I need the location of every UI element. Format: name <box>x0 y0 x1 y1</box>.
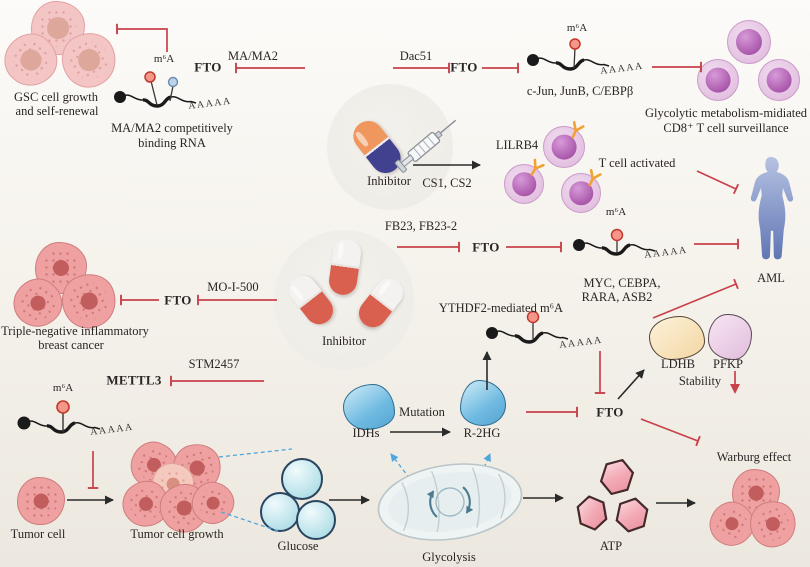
cs1-cs2-label: CS1, CS2 <box>422 176 472 190</box>
tnbc-label-line2: breast cancer <box>38 338 104 352</box>
moi500-label: MO-I-500 <box>207 280 259 294</box>
inhibition-ldhb-to-aml <box>652 278 739 319</box>
mettl3-label: METTL3 <box>106 372 162 388</box>
inhibition-fto-to-warburg <box>640 418 701 447</box>
cjun-targets-label: c-Jun, JunB, C/EBPβ <box>526 84 634 98</box>
fto-label: FTO <box>596 404 624 420</box>
myc-targets-line2: RARA, ASB2 <box>581 290 653 304</box>
m6a-mark-icon <box>56 400 70 414</box>
cd8-tcell-icon <box>727 20 771 64</box>
glucose-icon <box>296 500 336 540</box>
tumor-cell-label: Tumor cell <box>10 527 66 541</box>
tca-cycle-icon <box>426 486 474 518</box>
fb23-label: FB23, FB23-2 <box>384 219 458 233</box>
breast-cancer-cell-icon <box>35 242 87 294</box>
gsc-label-line2: and self-renewal <box>15 104 99 118</box>
m6a-label: m⁶A <box>566 21 588 34</box>
atp-label: ATP <box>599 539 623 553</box>
rna-strand-ythdf2 <box>486 310 569 344</box>
r2hg-metabolite-icon <box>460 380 506 426</box>
polya-label: AAAAA <box>599 60 645 78</box>
inhibition-rna-to-gsc <box>116 23 168 52</box>
glucose-icon <box>260 492 300 532</box>
tnbc-label-line1: Triple-negative inflammatory <box>1 324 149 338</box>
fto-label: FTO <box>472 239 500 255</box>
dac51-label: Dac51 <box>399 49 433 63</box>
idhs-label: IDHs <box>352 426 380 440</box>
activated-tcell-icon <box>543 126 585 168</box>
atp-icon <box>612 494 653 536</box>
tumor-cell-icon <box>17 477 65 525</box>
rna-strand-myc <box>573 228 656 256</box>
aml-label: AML <box>757 271 785 285</box>
polya-label: AAAAA <box>558 334 604 352</box>
rna-strand-cjun <box>527 38 610 71</box>
myc-targets-line1: MYC, CEBPA, <box>583 276 661 290</box>
mama2-drug-label: MA/MA2 <box>227 49 279 63</box>
activated-tcell-icon <box>561 173 601 213</box>
inhibition-tcell-to-aml <box>696 170 740 195</box>
fto-label: FTO <box>194 59 222 75</box>
activated-tcell-icon <box>504 164 544 204</box>
pfkp-protein-icon <box>708 314 752 360</box>
dashed-glycolysis-to-idhs <box>390 453 415 485</box>
fto-label: FTO <box>450 59 478 75</box>
rna-strand-mama2 <box>114 71 197 108</box>
glycolytic-label-line1: Glycolytic metabolism-midiated <box>644 106 808 120</box>
dashed-zoom-line-top <box>218 448 293 458</box>
glycolytic-label-line2: CD8⁺ T cell surveillance <box>663 121 789 135</box>
fto-label: FTO <box>164 292 192 308</box>
polya-label: AAAAA <box>187 95 233 113</box>
human-body-icon <box>750 157 794 260</box>
rna-strand-tumor <box>17 400 101 434</box>
cd8-tcell-icon <box>697 59 739 101</box>
dashed-links <box>218 448 491 532</box>
polya-label: AAAAA <box>89 421 135 439</box>
tumor-growth-label: Tumor cell growth <box>130 527 224 541</box>
atp-icon <box>573 492 611 533</box>
m6a-label: m⁶A <box>52 381 74 394</box>
glycolysis-label: Glycolysis <box>422 550 476 564</box>
arrow-fto-to-ldhb <box>617 369 645 400</box>
ma2-mark-icon <box>167 76 179 88</box>
glucose-label: Glucose <box>277 539 319 553</box>
warburg-label: Warburg effect <box>716 450 792 464</box>
stm2457-label: STM2457 <box>188 357 240 371</box>
dashed-glycolysis-to-r2hg <box>466 453 491 507</box>
ldhb-label: LDHB <box>660 357 696 371</box>
ythdf2-label: YTHDF2-mediated m⁶A <box>438 301 564 315</box>
ldhb-protein-icon <box>649 316 705 360</box>
idh-enzyme-icon <box>343 384 395 430</box>
m6a-mark-icon <box>144 71 156 83</box>
m6a-mark-icon <box>569 38 581 50</box>
m6a-label: m⁶A <box>153 52 175 65</box>
inhibitor-label-1: Inhibitor <box>367 174 411 188</box>
m6a-mark-icon <box>610 228 624 242</box>
polya-label: AAAAA <box>643 244 689 262</box>
m6a-label: m⁶A <box>605 205 627 218</box>
mama2-binding-line2: binding RNA <box>138 136 206 150</box>
glycolysis-organelle-icon <box>377 463 523 541</box>
lilrb4-label: LILRB4 <box>495 138 539 152</box>
atp-icon <box>595 454 639 501</box>
stability-label: Stability <box>678 374 722 388</box>
r2hg-label: R-2HG <box>463 426 501 440</box>
mutation-label: Mutation <box>399 405 445 419</box>
cd8-tcell-icon <box>758 59 800 101</box>
inhibitor-label-2: Inhibitor <box>322 334 366 348</box>
pfkp-label: PFKP <box>713 357 743 371</box>
mama2-binding-line1: MA/MA2 competitively <box>111 121 233 135</box>
tcell-activated-label: T cell activated <box>598 156 676 170</box>
gsc-label-line1: GSC cell growth <box>13 90 99 104</box>
